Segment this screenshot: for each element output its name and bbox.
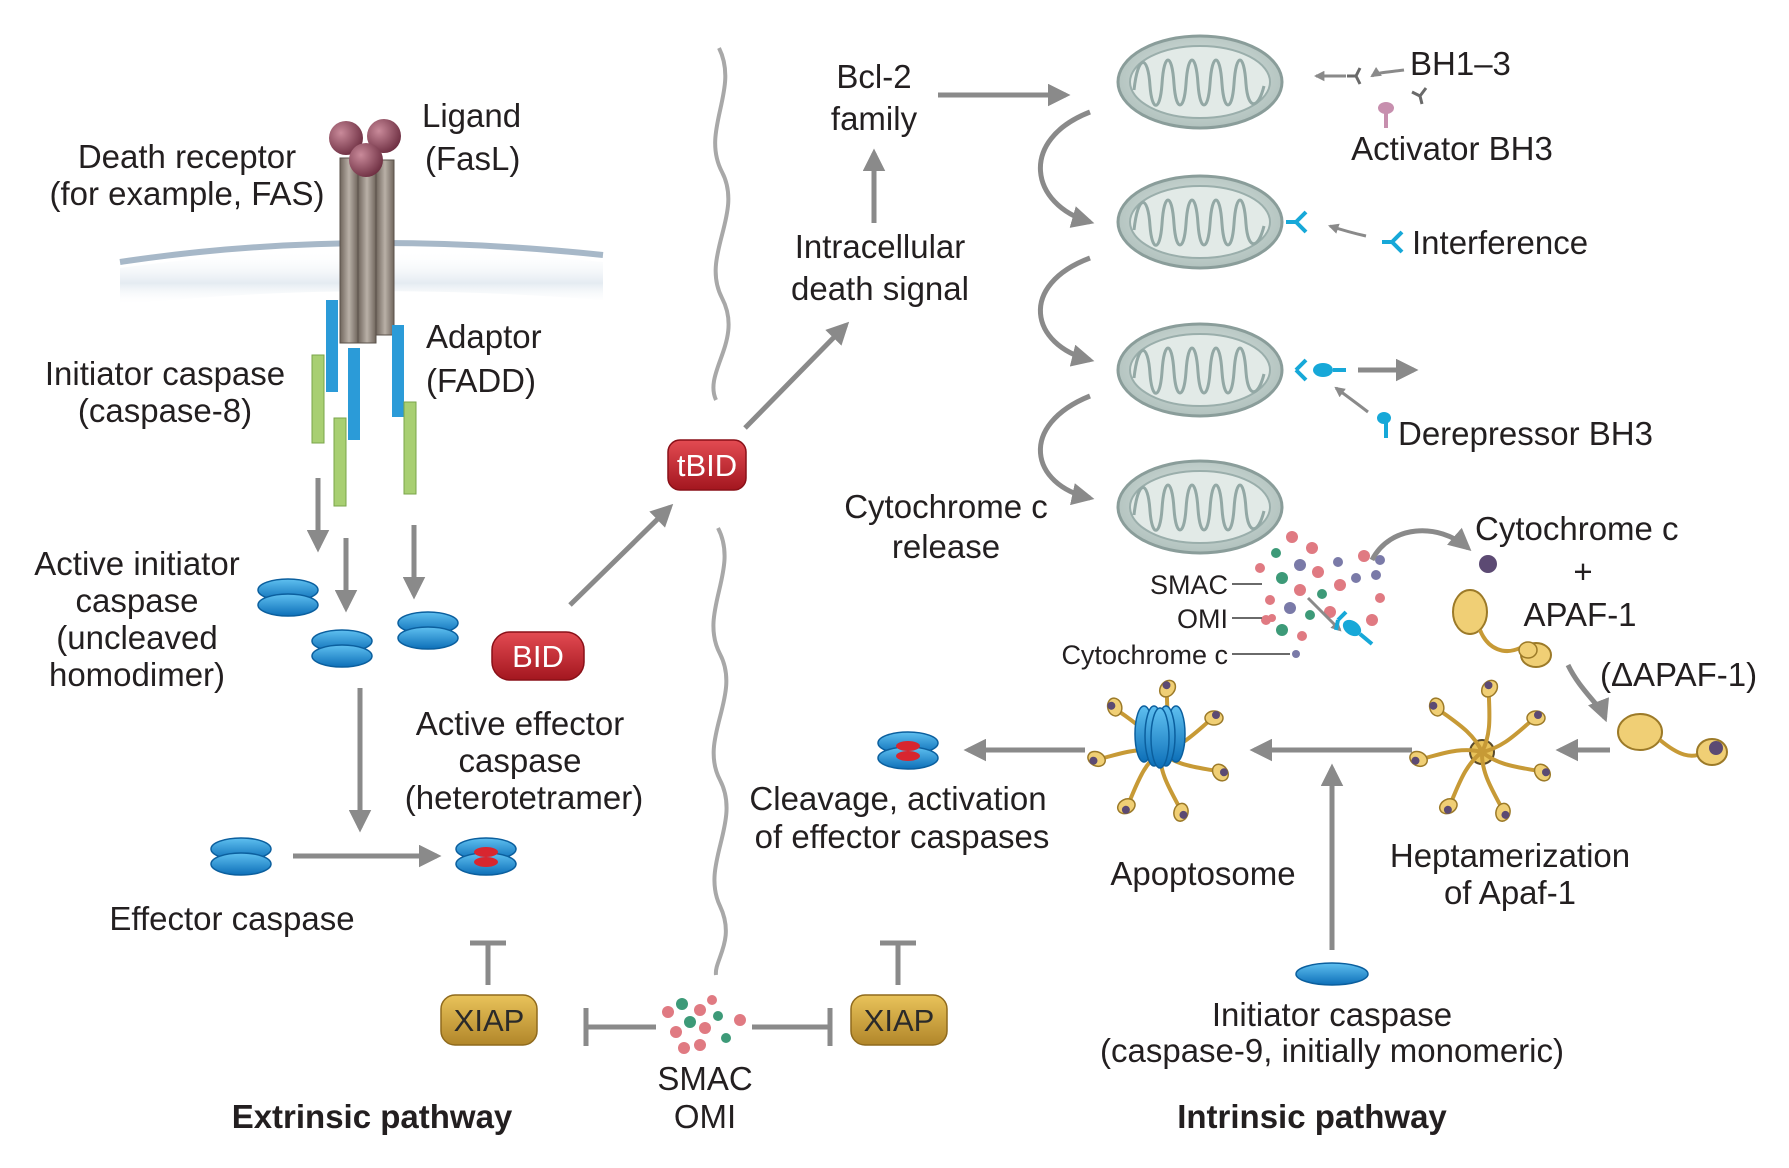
released-particles [1255, 531, 1385, 641]
ligand-label-1: Ligand [422, 97, 521, 134]
bcl2-label-1: Bcl-2 [836, 58, 911, 95]
apaf1-monomer [1452, 589, 1552, 668]
svg-text:XIAP: XIAP [454, 1003, 525, 1038]
cleavage-label-2: of effector caspases [755, 818, 1050, 855]
svg-text:XIAP: XIAP [864, 1003, 935, 1038]
cyto-release-label-1: Cytochrome c [844, 488, 1048, 525]
intracellular-label-1: Intracellular [795, 228, 966, 265]
legend-smac: SMAC [1150, 570, 1228, 600]
active-effector-label-2: caspase [459, 742, 582, 779]
mitochondrion-2 [1116, 174, 1284, 270]
apaf1-label: APAF-1 [1523, 596, 1636, 633]
cleavage-label-1: Cleavage, activation [749, 780, 1046, 817]
active-initiator-label-2: caspase [76, 582, 199, 619]
activator-bh3-label: Activator BH3 [1351, 130, 1553, 167]
heptamer-label-2: of Apaf-1 [1444, 874, 1576, 911]
heptamer-label-1: Heptamerization [1390, 837, 1630, 874]
legend-cyto: Cytochrome c [1061, 640, 1228, 670]
bh13-activator-group [1313, 66, 1428, 128]
caspase-9-monomer [1295, 962, 1369, 986]
xiap-badge-left: XIAP [440, 994, 538, 1046]
active-initiator-label-3: (uncleaved [56, 619, 217, 656]
active-effector-label-1: Active effector [416, 705, 625, 742]
cyto-c-label: Cytochrome c [1475, 510, 1679, 547]
svg-text:BID: BID [512, 639, 564, 674]
initiator-casp8-label-1: Initiator caspase [45, 355, 285, 392]
intrinsic-pathway-title: Intrinsic pathway [1177, 1098, 1447, 1135]
bcl2-label-2: family [831, 100, 918, 137]
pathway-divider-upper [711, 47, 731, 401]
active-effector-tetramer [455, 837, 517, 876]
omi-center-label: OMI [674, 1098, 736, 1135]
legend-omi: OMI [1177, 604, 1228, 634]
interference-group [1286, 210, 1404, 254]
active-initiator-dimer-1 [257, 578, 319, 617]
trapped-inhibitor [1334, 610, 1374, 646]
xiap-badge-right: XIAP [850, 994, 948, 1046]
smac-omi-cluster-center [662, 995, 746, 1054]
smac-center-label: SMAC [657, 1060, 752, 1097]
adaptor-fadd [326, 300, 404, 440]
effector-caspase-dimer [210, 837, 272, 876]
adaptor-label-1: Adaptor [426, 318, 542, 355]
tbid-badge: tBID [667, 439, 747, 491]
mitochondrion-1 [1116, 34, 1284, 130]
plus-sign: + [1573, 553, 1592, 590]
death-receptor-label-1: Death receptor [78, 138, 296, 175]
active-initiator-dimer-2 [311, 629, 373, 668]
active-initiator-dimer-3 [397, 611, 459, 650]
active-initiator-label-1: Active initiator [34, 545, 239, 582]
apoptosome-label: Apoptosome [1110, 855, 1295, 892]
cleaved-effector-tetramer [877, 731, 939, 770]
death-receptor-label-2: (for example, FAS) [49, 175, 324, 212]
apoptosome [1085, 675, 1234, 825]
intracellular-label-2: death signal [791, 270, 969, 307]
cyto-release-label-2: release [892, 528, 1000, 565]
interference-label: Interference [1412, 224, 1588, 261]
pathway-divider-lower [711, 527, 729, 976]
extrinsic-pathway-title: Extrinsic pathway [232, 1098, 513, 1135]
ligand-fasl [329, 119, 401, 177]
apaf1-activated [1617, 713, 1728, 766]
derepressor-bh3-label: Derepressor BH3 [1398, 415, 1653, 452]
initiator-casp8-label-2: (caspase-8) [78, 392, 252, 429]
bid-badge: BID [491, 631, 585, 681]
effector-caspase-label: Effector caspase [109, 900, 354, 937]
active-effector-label-3: (heterotetramer) [405, 779, 643, 816]
apaf1-heptamer [1407, 675, 1556, 825]
derepressor-group [1294, 358, 1419, 438]
ligand-label-2: (FasL) [425, 140, 520, 177]
bh13-label: BH1–3 [1410, 45, 1511, 82]
initiator-caspase-8-bars [311, 354, 417, 507]
mitochondrion-4 [1116, 459, 1284, 555]
adaptor-label-2: (FADD) [426, 362, 536, 399]
active-initiator-label-4: homodimer) [49, 656, 225, 693]
init-casp9-label-2: (caspase-9, initially monomeric) [1100, 1032, 1564, 1069]
init-casp9-label-1: Initiator caspase [1212, 996, 1452, 1033]
delta-apaf1-label: (ΔAPAF-1) [1600, 656, 1757, 693]
svg-text:tBID: tBID [677, 448, 737, 483]
mitochondrion-3 [1116, 322, 1284, 418]
death-receptor [339, 157, 395, 344]
